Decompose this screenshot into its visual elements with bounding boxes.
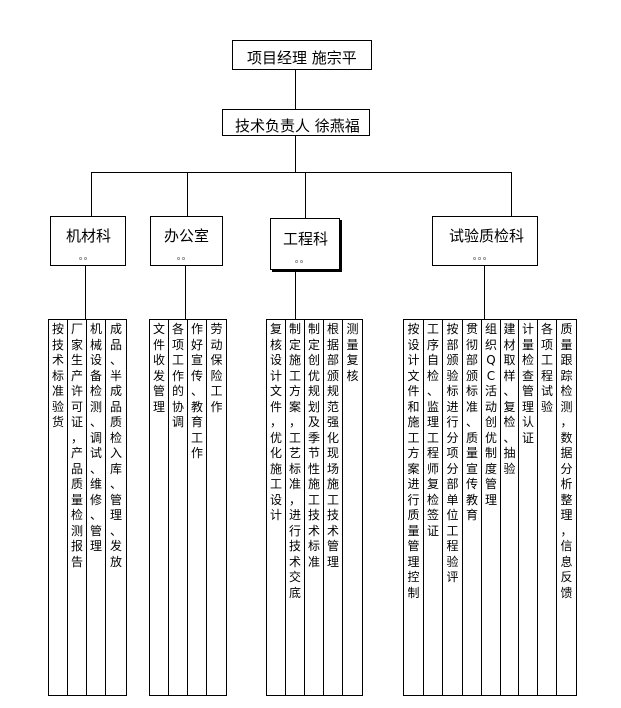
duty-cell: 成品、半成品质检入库、管理、发放 [106, 319, 127, 696]
duty-text: 贯彻部颁标准、质量宣传教育 [466, 322, 479, 522]
duty-cell: 各项工程试验 [538, 319, 557, 696]
duty-text: 计量检查管理认证 [522, 322, 535, 445]
dept-shiyan-dots: 。。。 [473, 252, 492, 261]
connector-horizontal [91, 172, 512, 173]
duty-text: 按技术标准验货 [52, 322, 65, 429]
technical-lead-box: 技术负责人 徐燕福 [222, 109, 370, 136]
duty-text: 质量跟踪检测，数据分析整理，信息反馈 [560, 322, 573, 600]
dept-jicai-name: 机材科 [66, 227, 112, 245]
connector-drop-jicai [91, 172, 92, 216]
duty-text: 组织QC活动创优制度管理 [485, 322, 498, 507]
connector-jicai-down [85, 266, 86, 319]
connector-gongcheng-down [295, 270, 296, 319]
duty-cell: 文件收发管理 [149, 319, 169, 696]
duty-cell: 组织QC活动创优制度管理 [482, 319, 501, 696]
duty-text: 按设计文件和施工方案进行质量管理控制 [407, 322, 420, 600]
connector-trunk [295, 136, 296, 172]
connector-top [295, 70, 296, 109]
dept-bangong-box: 办公室 。。 [150, 216, 223, 266]
duty-cell: 测量复核 [343, 319, 363, 696]
duty-cell: 机械设备检测、调试、维修、管理 [87, 319, 106, 696]
duty-cell: 根据部颁规范强化现场施工技术管理 [324, 319, 343, 696]
duty-text: 测量复核 [346, 322, 359, 383]
duty-cell: 厂家生产许可证，产品质量检测报告 [68, 319, 87, 696]
technical-lead-label: 技术负责人 徐燕福 [235, 117, 360, 135]
duty-cell: 劳动保险工作 [207, 319, 227, 696]
duty-text: 复核设计文件，优化施工设计 [270, 322, 283, 522]
duty-text: 制定施工方案，工艺标准，进行技术交底 [289, 322, 302, 600]
connector-drop-bangong [187, 172, 188, 216]
dept-gongcheng-name: 工程科 [283, 230, 329, 248]
dept-gongcheng-box: 工程科 。。 [270, 218, 340, 270]
duty-text: 各项工程试验 [541, 322, 554, 414]
duty-text: 作好宣传、教育工作 [191, 322, 204, 460]
project-manager-box: 项目经理 施宗平 [232, 40, 372, 70]
dept-gongcheng-dots: 。。 [295, 255, 309, 264]
duty-cell: 贯彻部颁标准、质量宣传教育 [463, 319, 482, 696]
duty-cell: 复核设计文件，优化施工设计 [266, 319, 286, 696]
duty-text: 厂家生产许可证，产品质量检测报告 [71, 322, 84, 569]
duty-cell: 作好宣传、教育工作 [188, 319, 207, 696]
duty-text: 劳动保险工作 [210, 322, 223, 414]
duty-text: 建材取样、复检、抽验 [503, 322, 516, 476]
duty-cell: 按设计文件和施工方案进行质量管理控制 [403, 319, 424, 696]
connector-drop-shiyan [511, 172, 512, 216]
connector-bangong-down [185, 266, 186, 319]
duty-cell: 质量跟踪检测，数据分析整理，信息反馈 [557, 319, 577, 696]
duty-cell: 计量检查管理认证 [519, 319, 538, 696]
connector-shiyan-down [484, 266, 485, 319]
duty-cell: 工序自检、监理工程师复检签证 [424, 319, 443, 696]
duty-text: 各项工作的协调 [172, 322, 185, 429]
dept-jicai-dots: 。。 [79, 252, 93, 261]
duty-text: 工序自检、监理工程师复检签证 [427, 322, 440, 538]
connector-drop-gongcheng [305, 172, 306, 218]
dept-jicai-box: 机材科 。。 [50, 216, 126, 266]
duty-text: 按部颁验标进行分项分部单位工程验评 [446, 322, 459, 584]
dept-bangong-dots: 。。 [177, 252, 191, 261]
duty-text: 成品、半成品质检入库、管理、发放 [110, 322, 123, 569]
duty-text: 文件收发管理 [153, 322, 166, 414]
duty-text: 制定创优规划及季节性施工技术标准 [308, 322, 321, 569]
duty-cell: 制定施工方案，工艺标准，进行技术交底 [286, 319, 305, 696]
dept-shiyan-name: 试验质检科 [449, 227, 525, 245]
dept-shiyan-box: 试验质检科 。。。 [432, 216, 538, 266]
duty-cell: 按部颁验标进行分项分部单位工程验评 [443, 319, 463, 696]
duty-text: 机械设备检测、调试、维修、管理 [90, 322, 103, 553]
dept-bangong-name: 办公室 [164, 227, 210, 245]
project-manager-label: 项目经理 施宗平 [247, 49, 357, 67]
duty-cell: 制定创优规划及季节性施工技术标准 [305, 319, 324, 696]
duty-cell: 建材取样、复检、抽验 [501, 319, 519, 696]
duty-text: 根据部颁规范强化现场施工技术管理 [327, 322, 340, 569]
duty-cell: 按技术标准验货 [48, 319, 68, 696]
duty-cell: 各项工作的协调 [169, 319, 188, 696]
